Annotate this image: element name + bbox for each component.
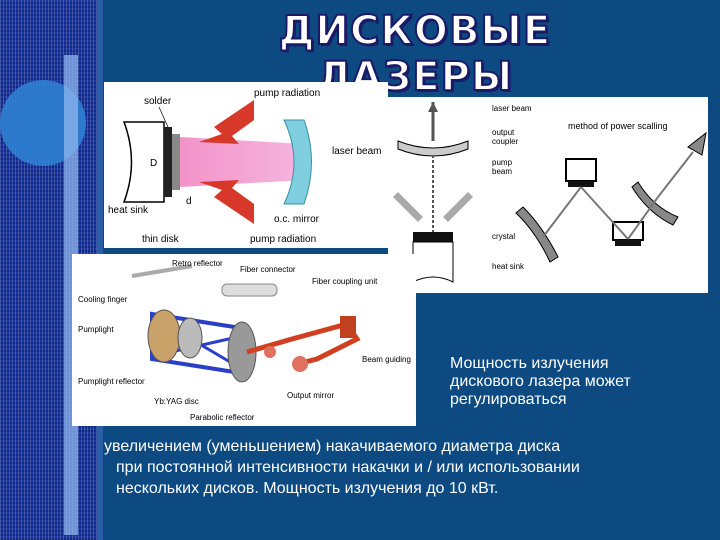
label-solder: solder bbox=[144, 96, 172, 107]
label-d-lower: d bbox=[186, 196, 192, 207]
label-pumplight: Pumplight bbox=[78, 325, 114, 334]
slide-title: ДИСКОВЫЕ ЛАЗЕРЫ bbox=[180, 8, 650, 58]
label-retro-reflector: Retro reflector bbox=[172, 259, 223, 268]
label-cooling-finger: Cooling finger bbox=[78, 295, 128, 304]
caption-line: регулироваться bbox=[450, 391, 710, 409]
paragraph-line: увеличением (уменьшением) накачиваемого … bbox=[104, 436, 704, 457]
power-scaling-diagram: laser beam output coupler pump beam crys… bbox=[388, 97, 708, 293]
label-output-mirror: Output mirror bbox=[287, 391, 334, 400]
label-heat-sink: heat sink bbox=[108, 205, 149, 216]
label-output: output bbox=[492, 128, 515, 137]
label-pump-top: pump radiation bbox=[254, 88, 320, 99]
label-heat-sink-2: heat sink bbox=[492, 262, 525, 271]
thin-disk-diagram: solder pump radiation laser beam D heat … bbox=[104, 82, 388, 248]
label-crystal: crystal bbox=[492, 232, 515, 241]
label-laser-beam-2: laser beam bbox=[492, 104, 532, 113]
label-yag-disc: Yb:YAG disc bbox=[154, 397, 199, 406]
body-paragraph: увеличением (уменьшением) накачиваемого … bbox=[104, 436, 704, 499]
label-thin-disk: thin disk bbox=[142, 234, 180, 245]
label-pump-bottom: pump radiation bbox=[250, 234, 316, 245]
label-laser-beam: laser beam bbox=[332, 146, 381, 157]
caption-line: дискового лазера может bbox=[450, 373, 710, 391]
label-pumplight-reflector: Pumplight reflector bbox=[78, 377, 145, 386]
caption-line: Мощность излучения bbox=[450, 355, 710, 373]
label-d-upper: D bbox=[150, 158, 157, 169]
label-fiber-coupling: Fiber coupling unit bbox=[312, 277, 378, 286]
label-fiber-connector: Fiber connector bbox=[240, 265, 296, 274]
label-coupler: coupler bbox=[492, 137, 519, 146]
label-pump: pump bbox=[492, 158, 513, 167]
paragraph-line: при постоянной интенсивности накачки и /… bbox=[104, 457, 704, 478]
label-parabolic-reflector: Parabolic reflector bbox=[190, 413, 255, 422]
label-beam-guiding: Beam guiding bbox=[362, 355, 411, 364]
label-method: method of power scalling bbox=[568, 121, 668, 131]
paragraph-line: нескольких дисков. Мощность излучения до… bbox=[104, 478, 704, 499]
disk-laser-module-diagram: Retro reflector Fiber connector Fiber co… bbox=[72, 254, 416, 426]
label-oc-mirror: o.c. mirror bbox=[274, 214, 320, 225]
label-beam: beam bbox=[492, 167, 512, 176]
caption-text: Мощность излучения дискового лазера може… bbox=[450, 355, 710, 409]
